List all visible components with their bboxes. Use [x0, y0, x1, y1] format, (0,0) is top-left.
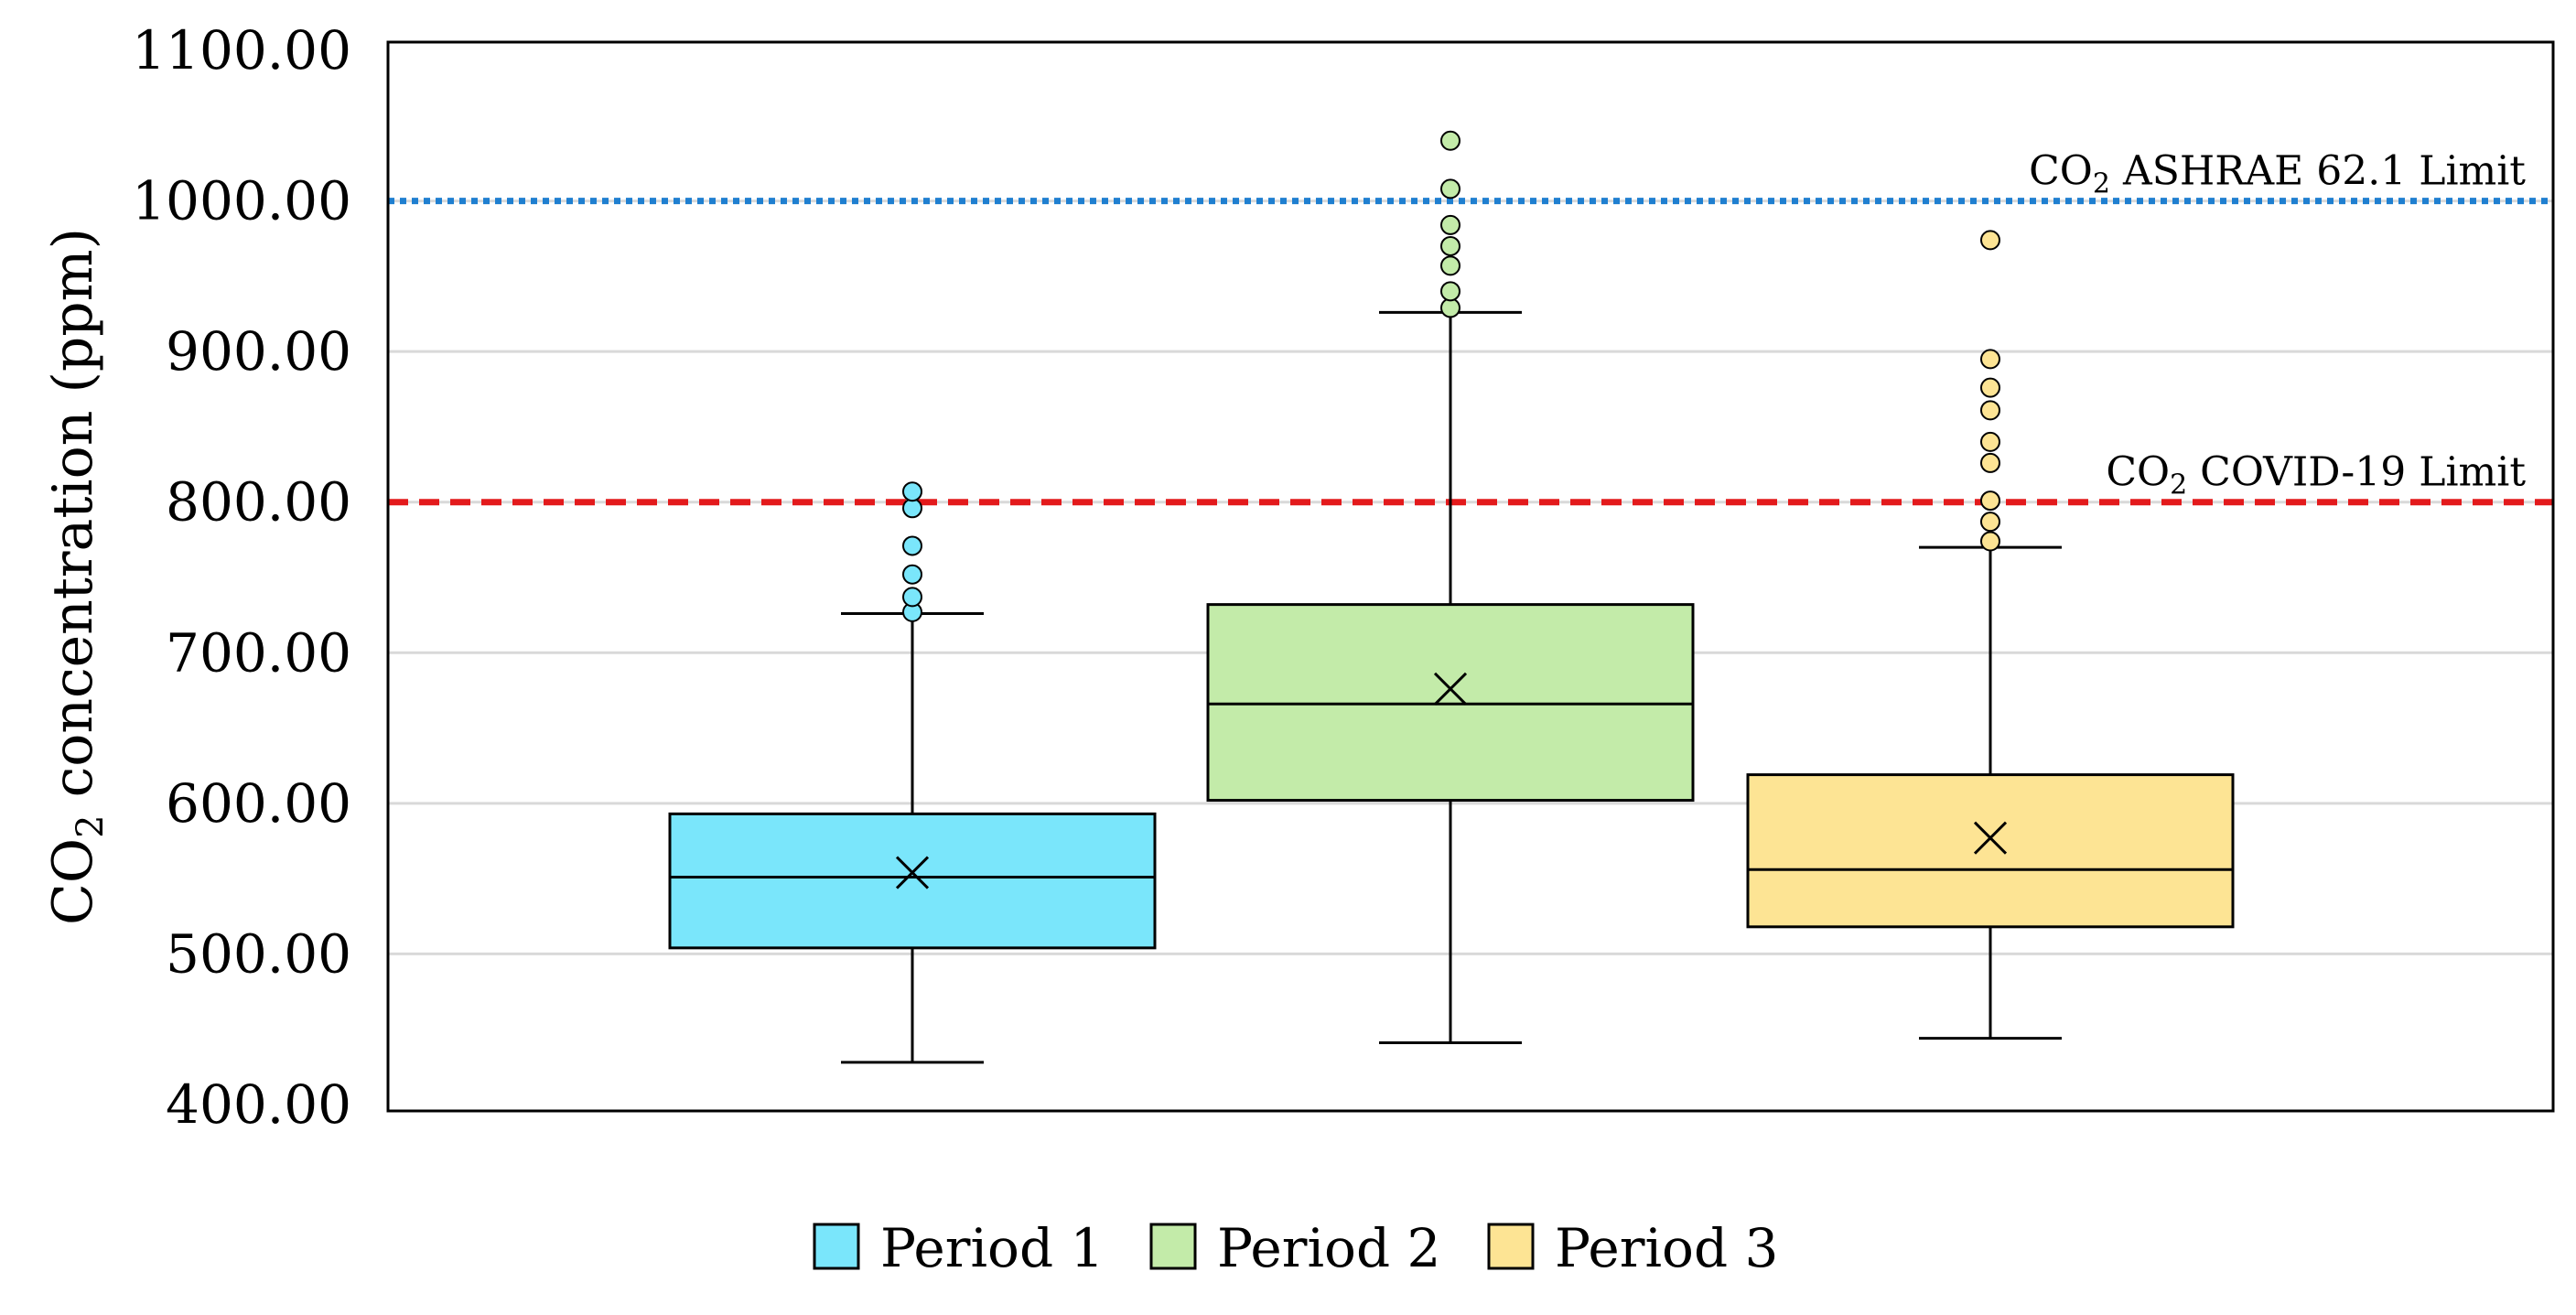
box-group [1746, 230, 2235, 1040]
y-tick-label: 900.00 [166, 320, 351, 383]
y-axis-title-subscript: 2 [70, 814, 112, 837]
legend-item: Period 3 [1487, 1217, 1778, 1279]
mean-marker [1433, 672, 1468, 706]
outlier-point [1440, 130, 1460, 151]
outlier-point [902, 564, 922, 585]
outlier-point [1980, 377, 2000, 398]
box-group [1206, 130, 1695, 1045]
outlier-point [1980, 230, 2000, 251]
y-tick-label: 1100.00 [132, 19, 351, 81]
box-iqr [1206, 603, 1695, 803]
box-iqr [668, 812, 1157, 950]
outlier-point [1440, 255, 1460, 276]
y-tick-labels: 400.00 500.00 600.00 700.00 800.00 900.00 1000… [132, 19, 351, 1136]
legend-label: Period 1 [880, 1217, 1104, 1279]
outlier-point [1980, 531, 2000, 552]
legend-swatch [813, 1223, 860, 1270]
outlier-point [1440, 281, 1460, 302]
mean-marker [895, 856, 930, 889]
plot-area-border [386, 40, 2555, 1113]
outlier-point [902, 535, 922, 556]
y-tick-label: 800.00 [166, 471, 351, 534]
outlier-point [902, 481, 922, 502]
reference-line-label-prefix: CO [2029, 148, 2093, 195]
legend: Period 1 Period 2 Period 3 [813, 1217, 1778, 1279]
reference-line-label-prefix: CO [2106, 449, 2170, 496]
outlier-point [1980, 512, 2000, 533]
y-tick-label: 700.00 [166, 621, 351, 684]
box-iqr [1746, 773, 2235, 929]
legend-item: Period 2 [1149, 1217, 1440, 1279]
reference-line-label: CO2 COVID-19 Limit [2106, 449, 2526, 501]
legend-swatch [1487, 1223, 1535, 1270]
y-tick-label: 400.00 [166, 1073, 351, 1136]
outlier-point [1980, 349, 2000, 370]
y-tick-label: 1000.00 [132, 170, 351, 232]
outlier-point [1440, 178, 1460, 199]
outlier-point [1980, 452, 2000, 473]
legend-swatch [1149, 1223, 1197, 1270]
box-group [668, 481, 1157, 1064]
y-axis-title-prefix: CO [41, 838, 105, 925]
reference-line-label-subscript: 2 [2093, 168, 2110, 200]
reference-line-label: CO2 ASHRAE 62.1 Limit [2029, 148, 2526, 200]
outlier-point [902, 498, 922, 519]
outlier-point [902, 587, 922, 608]
legend-label: Period 3 [1555, 1217, 1778, 1279]
mean-marker [1973, 821, 2008, 855]
outlier-point [1980, 431, 2000, 452]
reference-line-label-suffix: COVID-19 Limit [2187, 449, 2526, 496]
legend-label: Period 2 [1217, 1217, 1440, 1279]
legend-item: Period 1 [813, 1217, 1104, 1279]
outlier-point [1440, 235, 1460, 256]
outlier-point [1980, 400, 2000, 421]
reference-line-label-suffix: ASHRAE 62.1 Limit [2110, 148, 2526, 195]
y-axis-title-suffix: concentration (ppm) [41, 228, 105, 814]
outlier-point [1980, 490, 2000, 512]
y-axis-title: CO2 concentration (ppm) [41, 228, 112, 925]
outlier-point [1440, 214, 1460, 235]
y-tick-label: 500.00 [166, 922, 351, 985]
outlier-point [1440, 297, 1460, 318]
y-tick-label: 600.00 [166, 772, 351, 835]
box-plots [668, 130, 2235, 1064]
reference-line-label-subscript: 2 [2170, 469, 2187, 501]
